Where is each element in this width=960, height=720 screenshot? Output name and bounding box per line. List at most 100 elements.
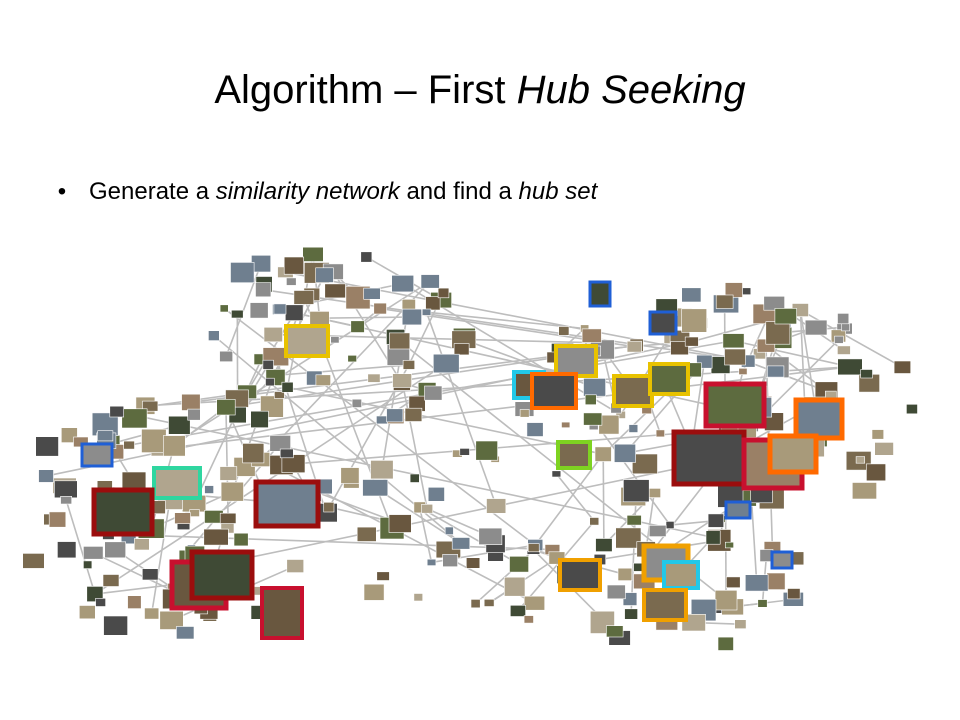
network-thumbnail <box>631 453 658 475</box>
slide-title: Algorithm – First Hub Seeking <box>0 66 960 114</box>
network-thumbnail <box>757 599 768 608</box>
network-thumbnail <box>437 287 450 299</box>
network-thumbnail <box>523 595 546 611</box>
network-thumbnail <box>360 251 373 263</box>
network-thumbnail <box>705 530 721 545</box>
network-thumbnail <box>734 619 747 630</box>
network-thumbnail <box>724 541 734 549</box>
network-thumbnail <box>57 541 77 559</box>
network-thumbnail <box>519 409 530 418</box>
network-thumbnail <box>589 517 600 526</box>
bullet-marker: • <box>57 178 67 205</box>
hub-frame <box>189 549 255 601</box>
network-thumbnail <box>286 277 297 286</box>
network-thumbnail <box>851 482 877 500</box>
network-thumbnail <box>144 607 160 620</box>
network-thumbnail <box>250 410 269 428</box>
network-thumbnail <box>744 574 769 592</box>
network-thumbnail <box>427 486 445 502</box>
network-thumbnail <box>459 448 470 456</box>
network-thumbnail <box>594 446 612 462</box>
network-thumbnail <box>279 448 294 459</box>
network-thumbnail <box>424 385 443 401</box>
network-thumbnail <box>401 308 422 326</box>
hub-frame <box>554 344 598 378</box>
network-thumbnail <box>681 287 702 303</box>
network-edge <box>602 454 605 546</box>
network-thumbnail <box>302 246 324 262</box>
network-edge <box>592 418 671 526</box>
network-thumbnail <box>83 546 104 560</box>
network-thumbnail <box>509 555 529 573</box>
network-thumbnail <box>724 282 743 298</box>
network-edge <box>108 533 553 551</box>
network-thumbnail <box>628 424 639 433</box>
network-thumbnail <box>293 290 315 305</box>
network-edge <box>761 339 840 418</box>
network-thumbnail <box>724 348 746 366</box>
network-thumbnail <box>376 415 389 425</box>
hub-frame <box>793 397 845 441</box>
network-edge <box>426 311 585 330</box>
network-thumbnail <box>623 479 650 503</box>
network-thumbnail <box>837 358 863 376</box>
network-thumbnail <box>83 560 93 569</box>
network-thumbnail <box>606 625 624 638</box>
network-thumbnail <box>340 467 360 484</box>
network-thumbnail <box>647 488 661 498</box>
network-thumbnail <box>35 436 59 457</box>
network-thumbnail <box>465 557 481 569</box>
network-thumbnail <box>860 369 873 379</box>
hub-frame <box>91 487 155 537</box>
network-thumbnail <box>824 390 837 399</box>
network-thumbnail <box>265 377 275 387</box>
network-edge <box>418 507 433 563</box>
network-thumbnail <box>389 332 411 350</box>
network-hub-frames <box>80 280 845 640</box>
network-thumbnail <box>841 322 850 332</box>
hub-frame <box>588 280 612 308</box>
bullet-part-italic: similarity network <box>215 178 400 205</box>
hub-frame <box>648 310 678 336</box>
network-edge <box>94 362 447 595</box>
network-thumbnail <box>774 308 797 325</box>
hub-frame <box>152 466 202 500</box>
network-thumbnail <box>626 514 642 526</box>
network-thumbnail <box>187 408 201 421</box>
network-thumbnail <box>725 576 741 588</box>
network-thumbnail <box>174 512 191 525</box>
network-thumbnail <box>231 309 244 319</box>
network-thumbnail <box>315 374 331 386</box>
network-thumbnail <box>866 463 887 482</box>
network-thumbnail <box>127 595 142 609</box>
network-thumbnail <box>670 341 689 356</box>
network-thumbnail <box>581 328 602 343</box>
network-thumbnail <box>219 512 237 524</box>
network-thumbnail <box>681 308 708 333</box>
network-thumbnail <box>219 350 234 362</box>
network-thumbnail <box>648 524 667 537</box>
network-thumbnail <box>370 460 394 480</box>
network-thumbnail <box>615 527 642 549</box>
network-thumbnail <box>787 588 801 600</box>
network-thumbnail <box>103 615 128 636</box>
network-thumbnail <box>404 407 423 422</box>
network-thumbnail <box>286 559 304 573</box>
network-thumbnail <box>121 408 148 429</box>
bullet-list: •Generate a similarity network and find … <box>52 176 597 208</box>
hub-frame <box>671 429 747 487</box>
network-thumbnail <box>527 543 540 553</box>
network-thumbnail <box>363 583 385 601</box>
network-thumbnail <box>142 568 159 581</box>
hub-frame <box>724 500 752 520</box>
network-thumbnail <box>765 321 791 345</box>
title-prefix: Algorithm – First <box>214 68 517 112</box>
network-thumbnail <box>163 435 186 457</box>
network-thumbnail <box>425 296 441 311</box>
network-thumbnail <box>523 615 534 624</box>
hub-frame <box>530 372 578 410</box>
network-thumbnail <box>421 503 433 514</box>
hub-frame <box>770 550 794 570</box>
network-thumbnail <box>216 399 236 416</box>
network-edge <box>425 311 497 507</box>
